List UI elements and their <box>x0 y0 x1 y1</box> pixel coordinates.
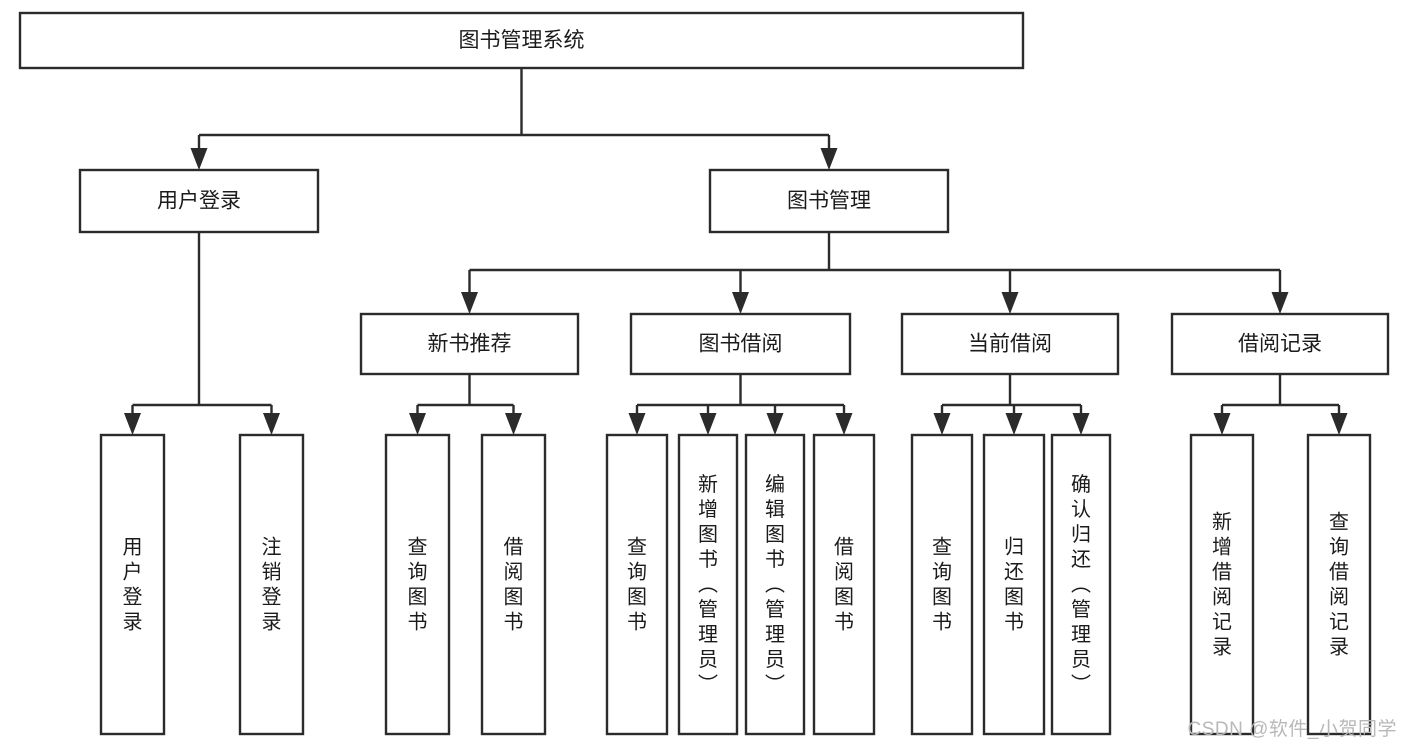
node-box <box>982 433 1046 736</box>
node-level2-用户登录-0[interactable]: 用户登录 <box>78 168 320 234</box>
node-label: 查询图书 <box>627 536 647 634</box>
node-leaf-查询借阅记录-12[interactable]: 查询借阅记录 <box>1306 433 1372 736</box>
node-label: 查询图书 <box>932 536 952 634</box>
node-leaf-查询图书-4[interactable]: 查询图书 <box>605 433 669 736</box>
node-label: 借阅图书 <box>834 536 854 634</box>
node-leaf-注销登录-1[interactable]: 注销登录 <box>238 433 305 736</box>
node-box <box>1050 433 1112 736</box>
arrow-head-icon <box>1001 292 1019 314</box>
node-label: 新增借阅记录 <box>1212 511 1232 659</box>
node-label: 查询借阅记录 <box>1329 511 1349 659</box>
node-label: 用户登录 <box>123 537 143 634</box>
arrow-head-icon <box>409 413 426 435</box>
node-level2-图书管理-1[interactable]: 图书管理 <box>708 168 950 234</box>
watermark-text: CSDN @软件_小贺同学 <box>1187 719 1397 740</box>
node-box <box>900 312 1120 376</box>
node-box <box>1189 433 1255 736</box>
node-label: 编辑图书︵管理员︶ <box>765 473 785 696</box>
node-leaf-查询图书-8[interactable]: 查询图书 <box>910 433 974 736</box>
node-box <box>910 433 974 736</box>
node-label: 新增图书︵管理员︶ <box>698 473 718 696</box>
node-leaf-归还图书-9[interactable]: 归还图书 <box>982 433 1046 736</box>
node-label: 借阅记录 <box>1238 333 1322 356</box>
node-leaf-查询图书-2[interactable]: 查询图书 <box>384 433 451 736</box>
node-leaf-借阅图书-7[interactable]: 借阅图书 <box>812 433 876 736</box>
arrow-head-icon <box>1213 413 1231 435</box>
node-label: 图书管理系统 <box>459 29 585 52</box>
arrow-head-icon <box>461 292 478 314</box>
node-box <box>18 11 1025 70</box>
node-box <box>1170 312 1390 376</box>
node-label: 查询图书 <box>408 536 428 634</box>
node-label: 新书推荐 <box>428 333 512 356</box>
node-box <box>384 433 451 736</box>
arrow-head-icon <box>1271 292 1289 314</box>
node-label: 图书借阅 <box>699 333 783 356</box>
node-level3-图书借阅-1[interactable]: 图书借阅 <box>629 312 852 376</box>
node-box <box>744 433 806 736</box>
node-label: 注销登录 <box>262 536 282 634</box>
arrow-head-icon <box>933 413 951 435</box>
nodes-layer: 图书管理系统用户登录图书管理新书推荐图书借阅当前借阅借阅记录用户登录注销登录查询… <box>18 11 1390 736</box>
node-leaf-新增图书管理员-5[interactable]: 新增图书︵管理员︶ <box>677 433 739 736</box>
node-box <box>480 433 547 736</box>
node-box <box>359 312 580 376</box>
arrow-head-icon <box>820 148 838 170</box>
arrow-head-icon <box>190 148 208 170</box>
node-box <box>99 433 166 736</box>
node-box <box>708 168 950 234</box>
arrow-head-icon <box>263 413 280 435</box>
node-box <box>1306 433 1372 736</box>
arrow-head-icon <box>835 413 853 435</box>
node-label: 用户登录 <box>157 190 241 213</box>
arrow-head-icon <box>1072 413 1090 435</box>
arrow-head-icon <box>1330 413 1348 435</box>
node-level3-新书推荐-0[interactable]: 新书推荐 <box>359 312 580 376</box>
arrow-head-icon <box>699 413 717 435</box>
edges-layer <box>124 68 1348 435</box>
node-label: 当前借阅 <box>968 333 1052 356</box>
node-leaf-借阅图书-3[interactable]: 借阅图书 <box>480 433 547 736</box>
arrow-head-icon <box>124 413 141 435</box>
arrow-head-icon <box>1005 413 1023 435</box>
node-root-图书管理系统-0[interactable]: 图书管理系统 <box>18 11 1025 70</box>
node-level3-当前借阅-2[interactable]: 当前借阅 <box>900 312 1120 376</box>
arrow-head-icon <box>732 292 749 314</box>
node-leaf-编辑图书管理员-6[interactable]: 编辑图书︵管理员︶ <box>744 433 806 736</box>
node-box <box>78 168 320 234</box>
node-label: 借阅图书 <box>504 536 524 634</box>
node-box <box>677 433 739 736</box>
arrow-head-icon <box>766 413 784 435</box>
node-label: 确认归还︵管理员︶ <box>1071 473 1091 696</box>
node-box <box>812 433 876 736</box>
node-leaf-用户登录-0[interactable]: 用户登录 <box>99 433 166 736</box>
node-level3-借阅记录-3[interactable]: 借阅记录 <box>1170 312 1390 376</box>
arrow-head-icon <box>628 413 646 435</box>
node-leaf-新增借阅记录-11[interactable]: 新增借阅记录 <box>1189 433 1255 736</box>
node-box <box>629 312 852 376</box>
arrow-head-icon <box>505 413 522 435</box>
node-leaf-确认归还管理员-10[interactable]: 确认归还︵管理员︶ <box>1050 433 1112 736</box>
node-box <box>605 433 669 736</box>
node-box <box>238 433 305 736</box>
node-label: 图书管理 <box>787 190 871 213</box>
node-label: 归还图书 <box>1004 536 1024 634</box>
